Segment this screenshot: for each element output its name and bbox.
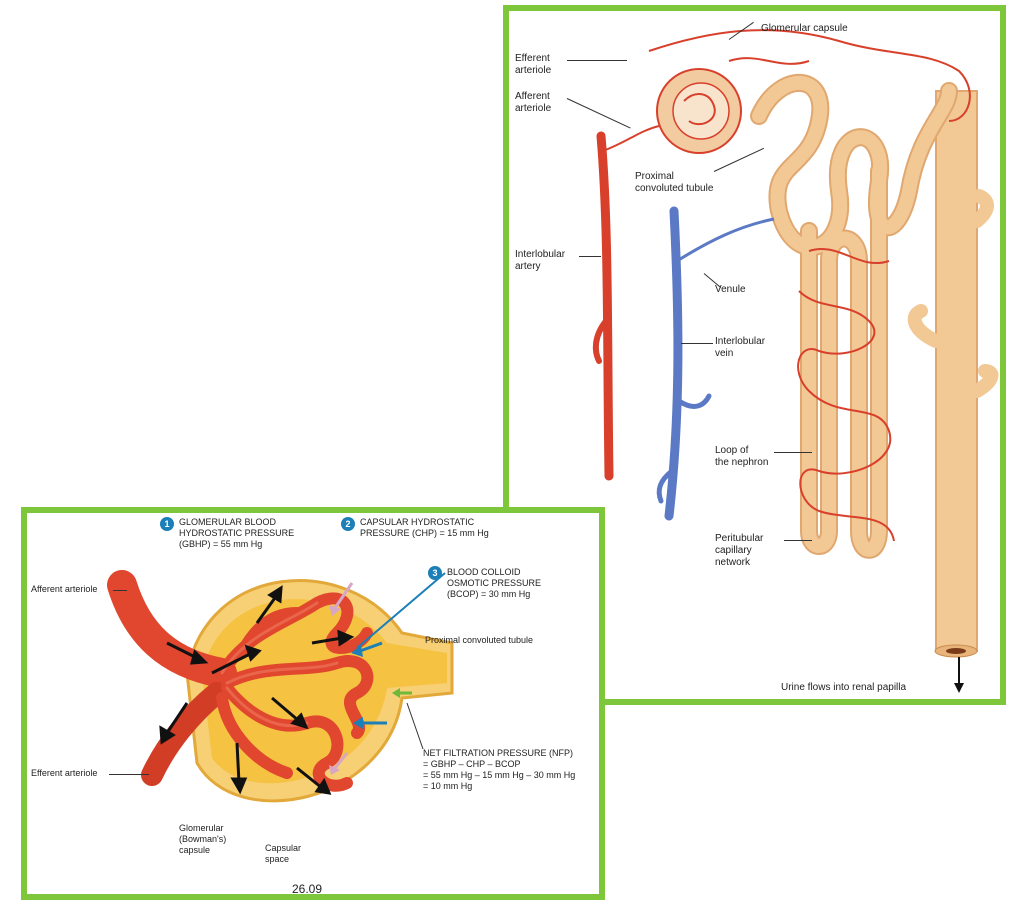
step-1-badge: 1	[160, 517, 174, 531]
glomerular-capsule-label: Glomerular capsule	[761, 23, 848, 35]
glomerular-capsule	[657, 69, 741, 153]
urine-flow-label: Urine flows into renal papilla	[781, 682, 906, 694]
filtration-pressure-panel: 1 GLOMERULAR BLOOD HYDROSTATIC PRESSURE …	[21, 507, 605, 900]
interlobular-artery-label: Interlobular artery	[515, 249, 565, 273]
proximal-tubule-label: Proximal convoluted tubule	[425, 635, 533, 646]
gbhp-label: GLOMERULAR BLOOD HYDROSTATIC PRESSURE (G…	[179, 517, 294, 550]
afferent-arteriole-label: Afferent arteriole	[31, 584, 97, 595]
interlobular-vein	[659, 211, 774, 516]
efferent-arteriole-label: Efferent arteriole	[31, 768, 97, 779]
leader-line	[784, 540, 812, 541]
afferent-arteriole-label: Afferent arteriole	[515, 91, 551, 115]
leader-line	[579, 256, 601, 257]
efferent-arteriole-label: Efferent arteriole	[515, 53, 551, 77]
leader-line	[113, 590, 127, 591]
leader-line	[567, 60, 627, 61]
loop-of-nephron-label: Loop of the nephron	[715, 445, 768, 469]
urine-flow-arrow	[954, 657, 964, 693]
nfp-label: NET FILTRATION PRESSURE (NFP) = GBHP – C…	[423, 748, 575, 792]
leader-line	[774, 452, 812, 453]
proximal-tubule-label: Proximal convoluted tubule	[635, 171, 713, 195]
leader-line	[681, 343, 713, 344]
interlobular-vein-label: Interlobular vein	[715, 336, 765, 360]
bowmans-capsule-label: Glomerular (Bowman's) capsule	[179, 823, 226, 856]
peritubular-network-label: Peritubular capillary network	[715, 533, 763, 569]
chp-label: CAPSULAR HYDROSTATIC PRESSURE (CHP) = 15…	[360, 517, 489, 539]
figure-number: 26.09	[292, 883, 322, 895]
capsular-space-label: Capsular space	[265, 843, 301, 865]
step-2-badge: 2	[341, 517, 355, 531]
leader-line	[109, 774, 149, 775]
step-3-badge: 3	[428, 566, 442, 580]
bcop-label: BLOOD COLLOID OSMOTIC PRESSURE (BCOP) = …	[447, 567, 541, 600]
collecting-duct	[915, 91, 992, 657]
